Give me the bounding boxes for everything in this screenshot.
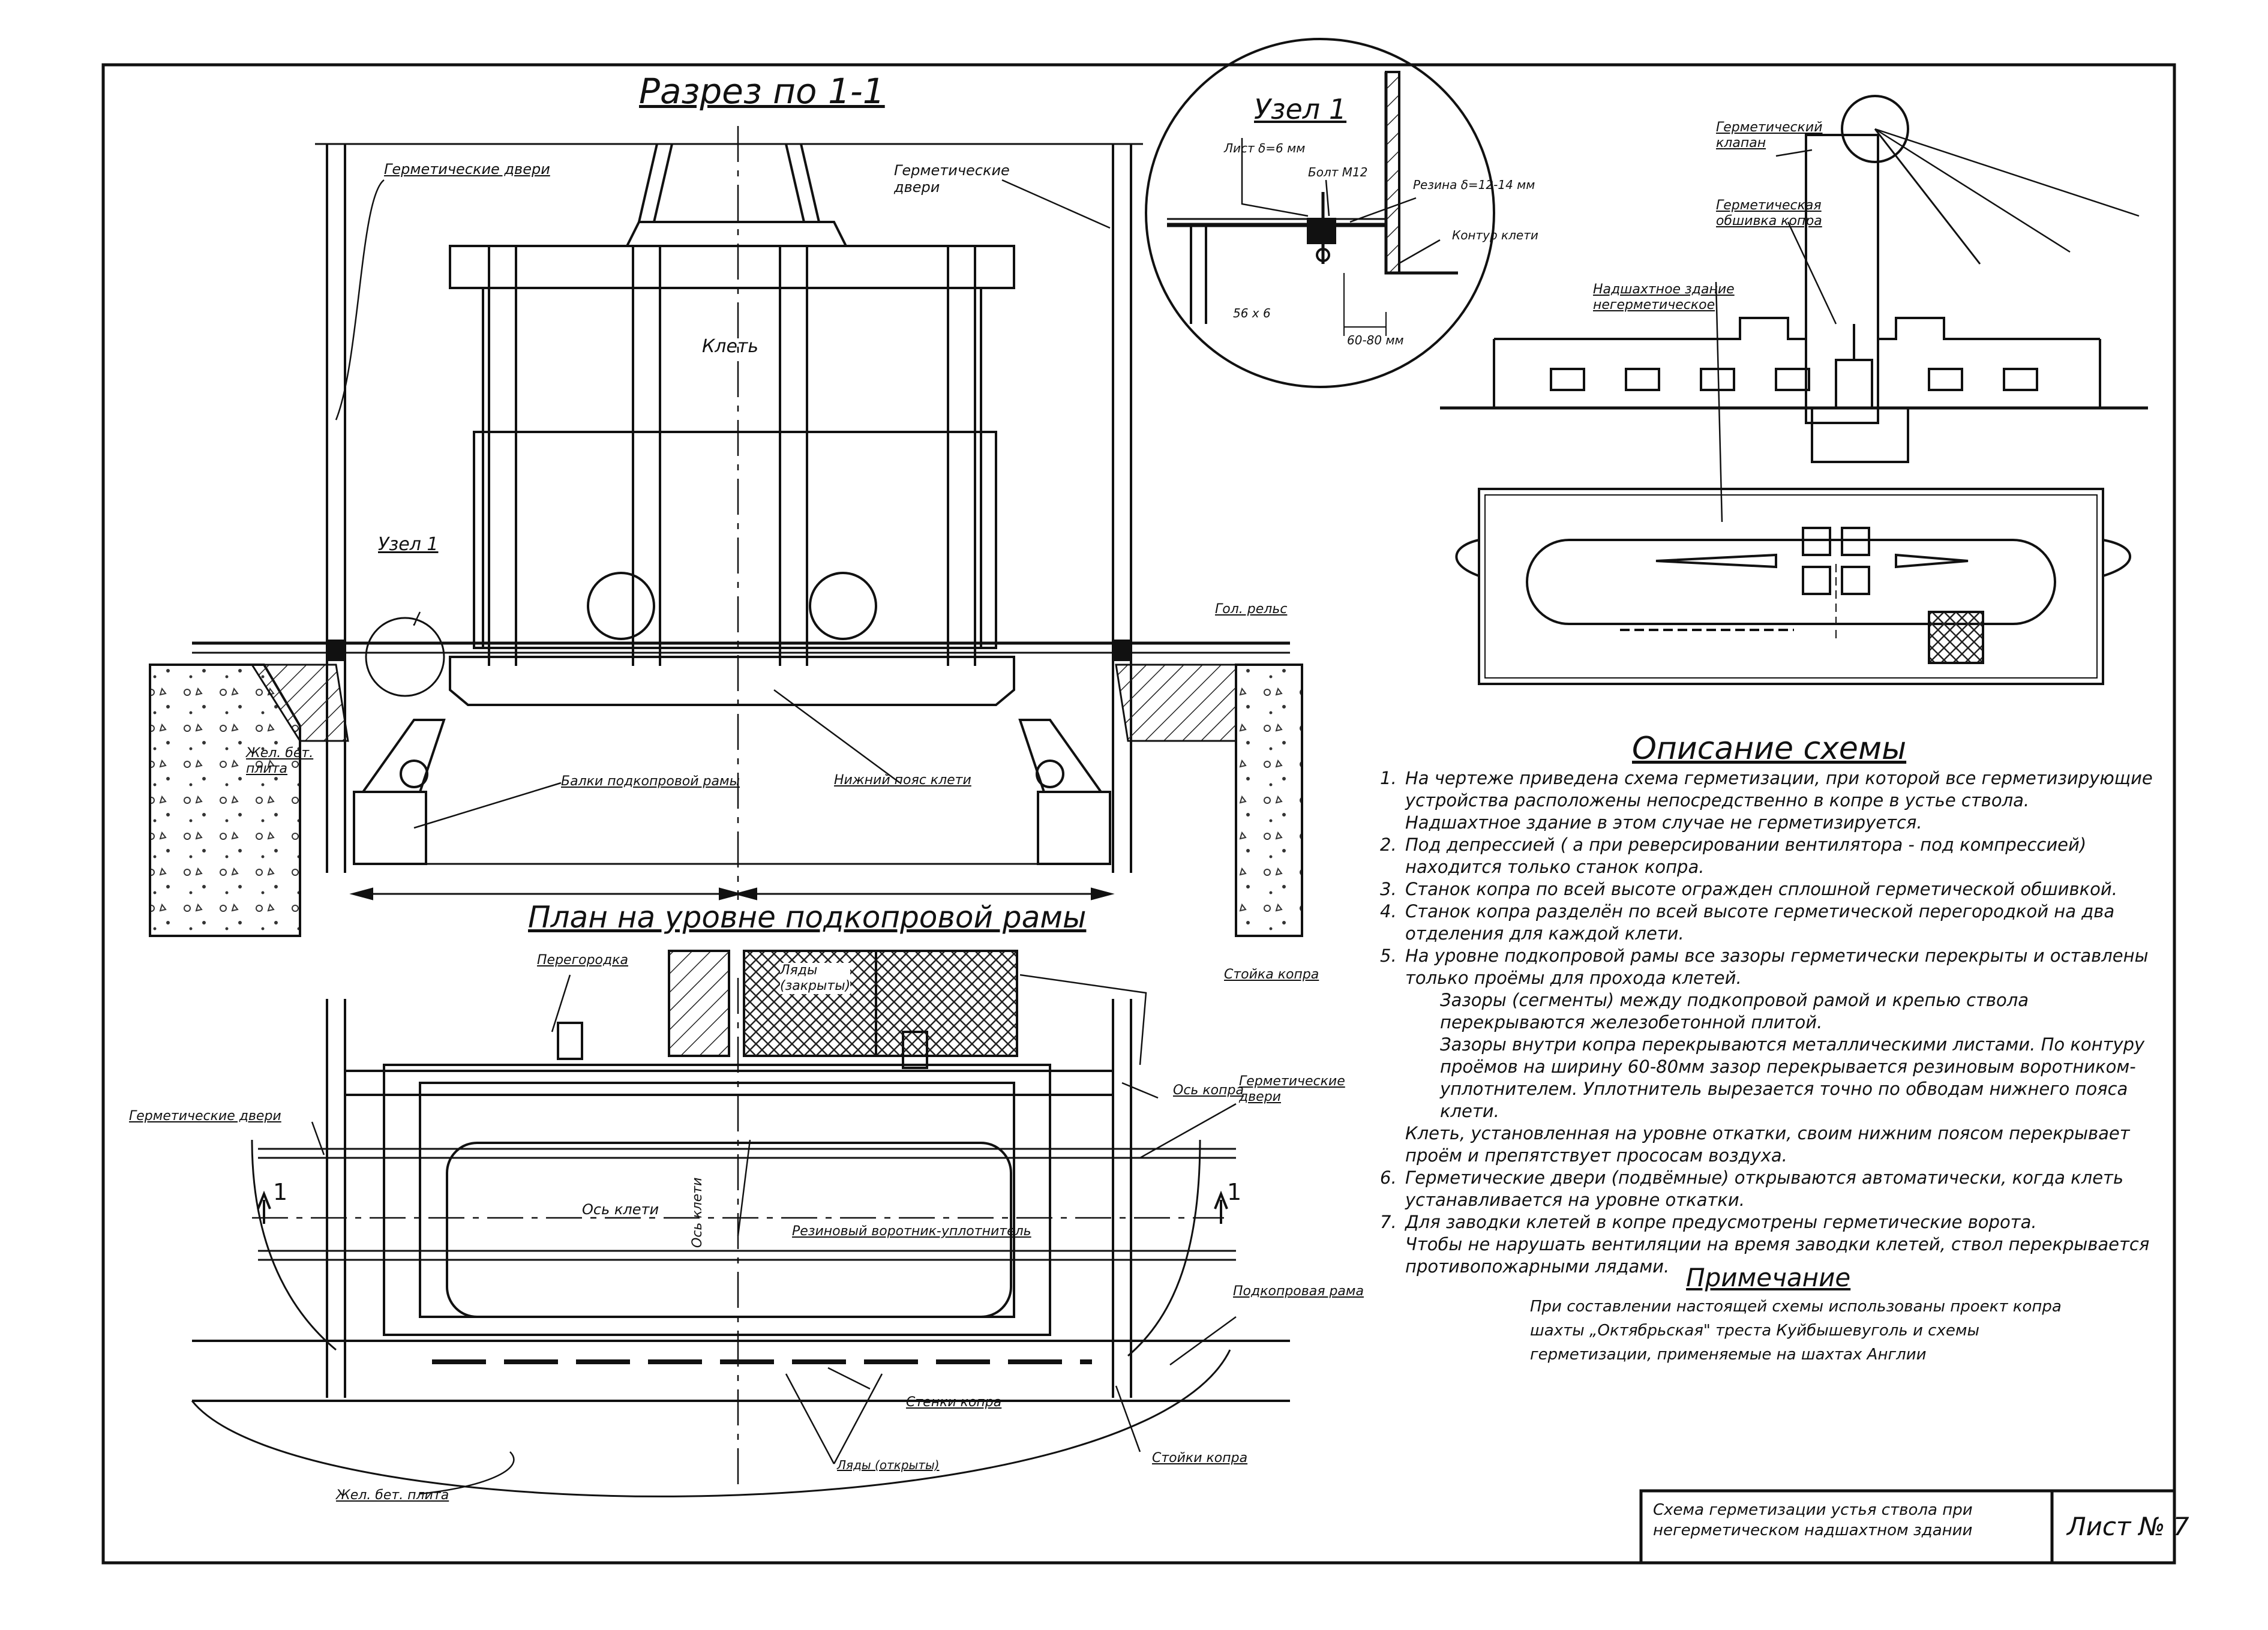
plan-label-frame: Подкопровая рама [1233,1284,1364,1299]
label-frame-beams: Балки подкопровой рамы [561,774,740,789]
node-label-sheet: Лист δ=6 мм [1224,141,1306,155]
stamp-caption: Схема герметизации устья ствола при неге… [1653,1501,1973,1539]
plan-label-rubber-seal: Резиновый воротник-уплотнитель [792,1224,1031,1239]
plan-label-flaps-open: Ляды (открыты) [837,1458,940,1472]
description-item: 1.На чертеже приведена схема герметизаци… [1380,768,2153,811]
label-concrete-slab: Жел. бет. плита [246,746,314,776]
plan-label-cage-axis: Ось клети [582,1201,659,1218]
description-item: 6.Герметические двери (подвёмные) открыв… [1380,1167,2124,1210]
plan-label-headframe-walls: Стенки копра [906,1395,1002,1410]
plan-label-herm-doors-right: Герметические двери [1239,1074,1345,1104]
description-item: 2.Под депрессией ( а при реверсировании … [1380,834,2087,877]
label-herm-cladding: Герметическая обшивка копра [1716,198,1822,229]
note-text: При составлении настоящей схемы использо… [1530,1298,2062,1364]
section-mark-right: 1 [1227,1179,1242,1205]
description-subitem: Зазоры (сегменты) между подкопровой рамо… [1440,990,2029,1032]
plan-label-concrete-slab: Жел. бет. плита [336,1488,449,1503]
sheet-number: Лист № 7 [2067,1512,2189,1541]
section-view [192,126,1290,900]
stamp-box [1639,1489,2174,1563]
label-lower-belt: Нижний пояс клети [834,773,971,788]
node-label-gap: 60-80 мм [1347,333,1404,347]
description-item: 5.На уровне подкопровой рамы все зазоры … [1380,945,2149,988]
shaft-wall-left [149,664,301,937]
plan-label-partition: Перегородка [537,953,629,968]
node-detail [1145,38,1495,388]
description-subitem: Зазоры внутри копра перекрываются металл… [1440,1034,2145,1121]
plan-label-headframe-posts: Стойки копра [1152,1451,1248,1466]
node-label-contour: Контур клети [1452,228,1538,242]
sheet-border [101,63,2176,1565]
plan-label-flaps-closed: Ляды (закрыты) [780,963,851,994]
node-title: Узел 1 [1254,93,1347,125]
slab-right [1115,664,1237,742]
note-block: Примечание При составлении настоящей схе… [1530,1263,2100,1367]
description-block: Описание схемы 1.На чертеже приведена сх… [1380,731,2160,1278]
description-item: 4.Станок копра разделён по всей высоте г… [1380,901,2115,944]
label-node1: Узел 1 [378,534,439,555]
note-title: Примечание [1686,1263,1851,1292]
description-item: Надшахтное здание в этом случае не герме… [1405,812,1922,833]
headframe-view [1440,95,2148,685]
shaft-wall-right [1235,664,1303,937]
plan-label-cage-axis-vertical: Ось клети [690,1177,705,1248]
slab-left [250,664,349,742]
node-label-rubber: Резина δ=12-14 мм [1413,178,1535,192]
label-gauge-rail: Гол. рельс [1215,602,1288,617]
label-cage: Клеть [702,336,759,357]
description-title: Описание схемы [1632,731,1907,767]
label-herm-doors-left: Герметические двери [384,161,550,178]
label-herm-doors-right: Герметические двери [894,162,1010,196]
label-building: Надшахтное здание негерметическое [1593,282,1735,313]
description-item: Клеть, установленная на уровне откатки, … [1405,1123,2130,1166]
description-item: 3.Станок копра по всей высоте огражден с… [1380,879,2117,899]
section-mark-left: 1 [273,1179,288,1205]
description-item: 7.Для заводки клетей в копре предусмотре… [1380,1212,2037,1232]
plan-label-headframe-post: Стойка копра [1224,967,1319,982]
plan-title: План на уровне подкопровой рамы [528,900,1087,935]
section-title: Разрез по 1-1 [639,71,885,112]
label-herm-valve: Герметический клапан [1716,120,1823,151]
node-label-angle: 56 х 6 [1233,306,1271,320]
node-label-bolt: Болт М12 [1308,165,1368,179]
plan-label-headframe-axis: Ось копра [1173,1083,1244,1098]
description-item: Чтобы не нарушать вентиляции на время за… [1405,1234,2150,1277]
plan-label-herm-doors-left: Герметические двери [129,1109,281,1124]
plan-view [191,950,1290,1497]
